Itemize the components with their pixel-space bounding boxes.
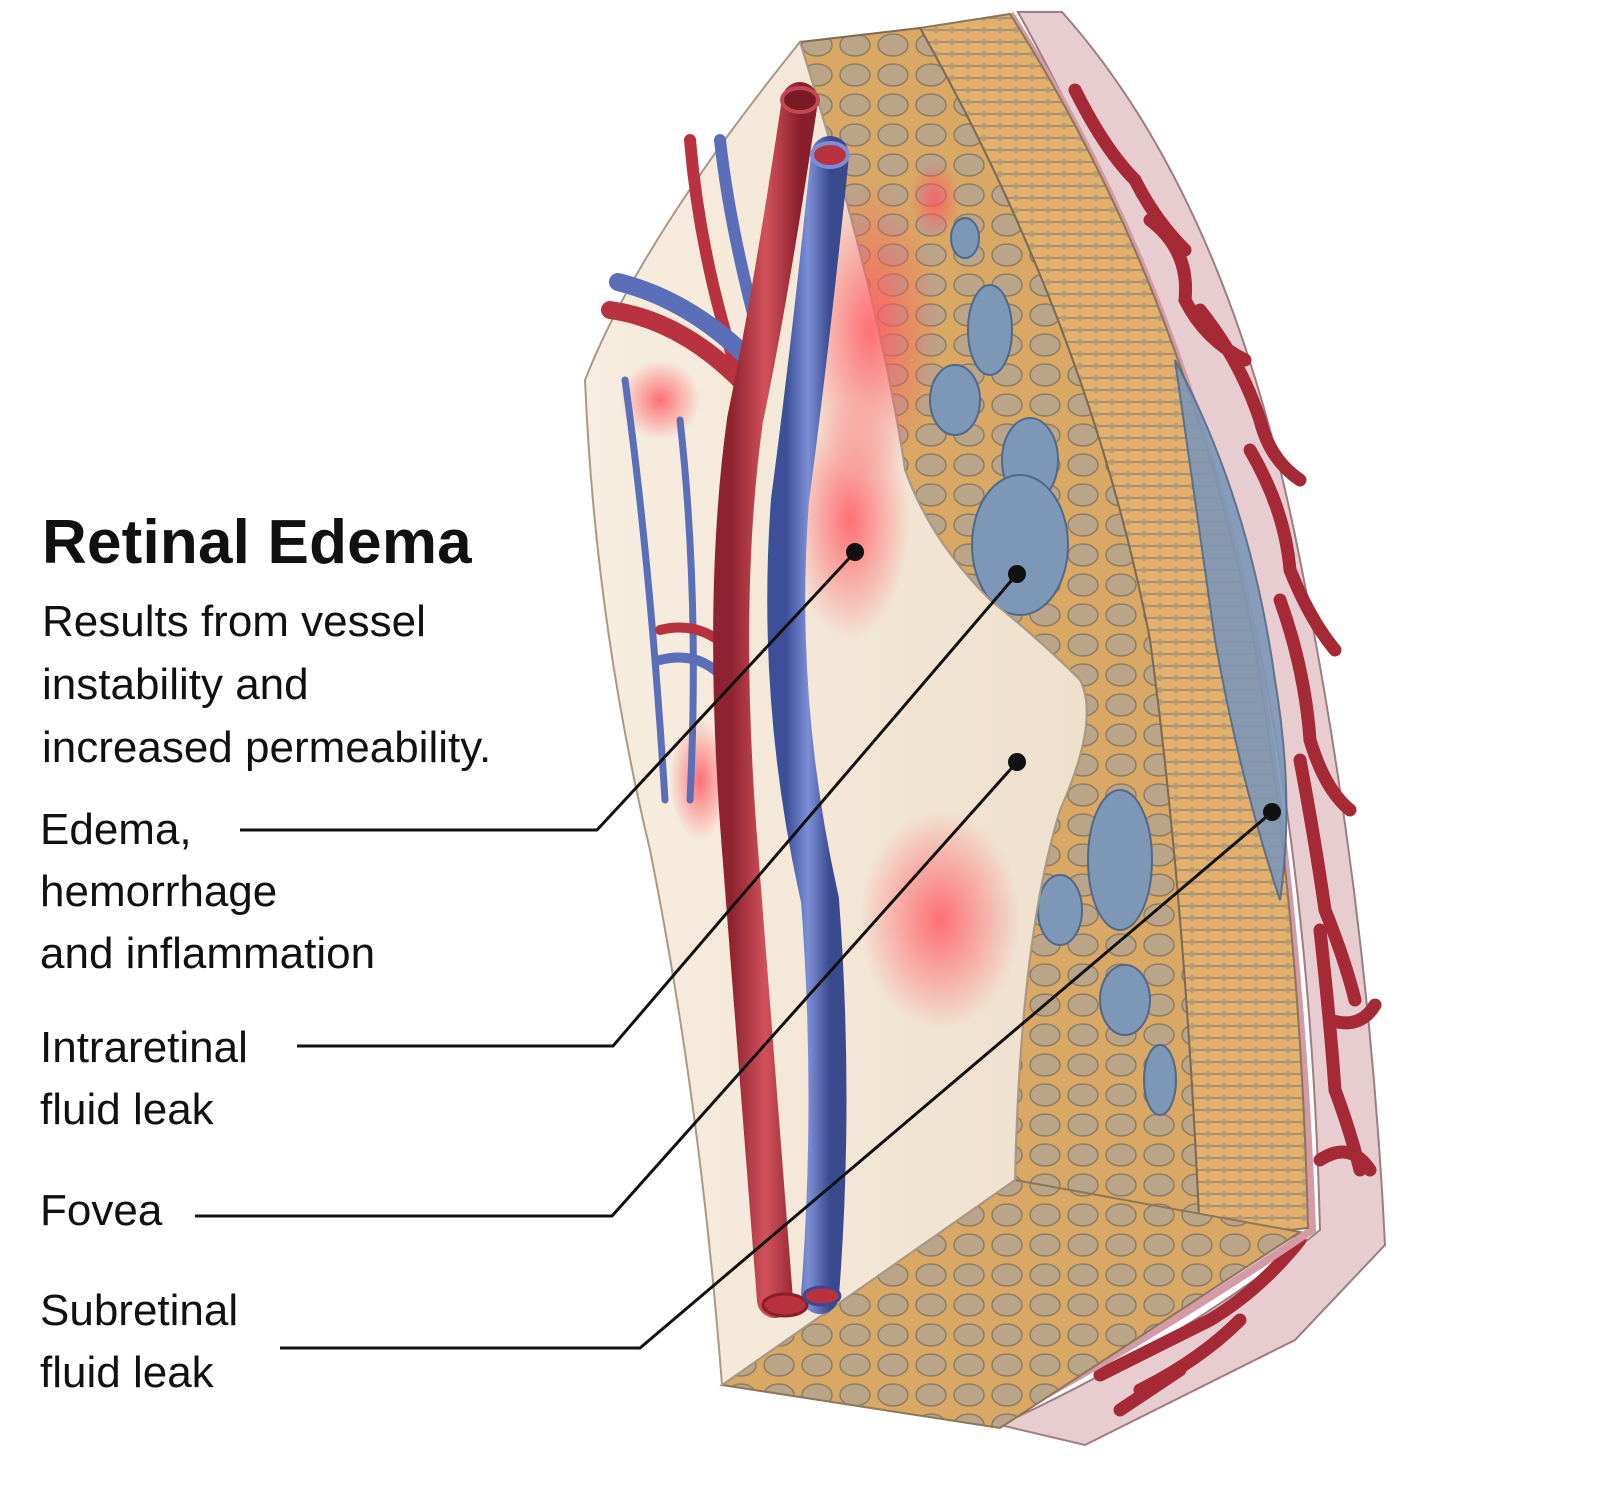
subtitle-line: instability and: [42, 660, 309, 709]
fovea-dot: [1008, 753, 1026, 771]
label-intraretinal: Intraretinal fluid leak: [40, 1017, 248, 1141]
label-line: Subretinal: [40, 1286, 239, 1335]
retinal-artery: [713, 82, 818, 1318]
subretinal-fluid: [1174, 359, 1288, 901]
leader-endpoints: [846, 543, 1281, 821]
label-line: fluid leak: [40, 1085, 214, 1134]
edema-leader: [240, 550, 857, 832]
label-edema: Edema, hemorrhage and inflammation: [40, 799, 375, 985]
subtitle-line: Results from vessel: [42, 597, 426, 646]
inflammation-areas: [620, 160, 1020, 1030]
label-line: hemorrhage: [40, 867, 278, 916]
edema-dot: [846, 543, 864, 561]
fovea-leader: [195, 761, 1019, 1218]
intraretinal-leader: [297, 573, 1019, 1048]
label-line: Intraretinal: [40, 1023, 248, 1072]
label-line: Edema,: [40, 805, 192, 854]
label-line: and inflammation: [40, 929, 376, 978]
retinal-vein: [767, 136, 849, 1314]
leader-lines: [195, 550, 1273, 1350]
intraretinal-fluid: [929, 217, 1177, 1116]
choroid-vessels: [1068, 83, 1382, 1417]
label-fovea: Fovea: [40, 1180, 162, 1242]
page-subtitle: Results from vessel instability and incr…: [42, 590, 602, 779]
subtitle-line: increased permeability.: [42, 723, 492, 772]
inner-retina: [583, 39, 1088, 1387]
label-subretinal: Subretinal fluid leak: [40, 1280, 238, 1404]
page-title: Retinal Edema: [42, 508, 472, 577]
subretinal-leader: [280, 810, 1273, 1350]
intraretinal-dot: [1008, 565, 1026, 583]
label-line: Fovea: [40, 1186, 163, 1235]
label-line: fluid leak: [40, 1348, 214, 1397]
subretinal-dot: [1263, 803, 1281, 821]
